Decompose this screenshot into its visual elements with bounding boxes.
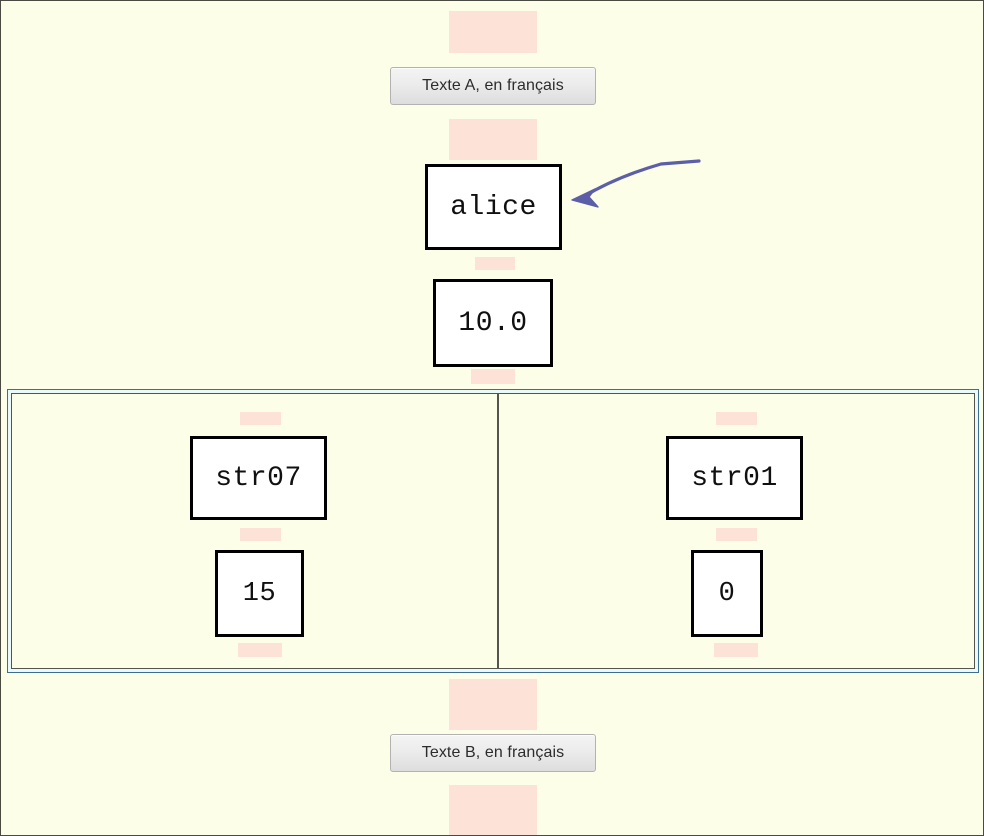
connector-above-bottom-button [449, 679, 537, 730]
connector-below-0 [714, 643, 758, 657]
connector-above-top-button [449, 11, 537, 53]
node-str01[interactable]: str01 [666, 436, 803, 520]
connector-below-top-button [449, 119, 537, 160]
node-top-value-label: 10.0 [458, 307, 528, 339]
left-panel: str07 15 [12, 394, 497, 668]
connector-below-bottom-button [449, 785, 537, 835]
connector-alice-to-value [475, 257, 515, 270]
button-texte-a-label: Texte A, en français [422, 77, 564, 94]
connector-above-str01 [716, 412, 757, 425]
button-texte-b[interactable]: Texte B, en français [390, 734, 596, 772]
connector-above-str07 [240, 412, 281, 425]
node-top-value[interactable]: 10.0 [433, 279, 553, 367]
connector-str01-to-0 [716, 528, 757, 541]
node-str01-label: str01 [691, 462, 778, 494]
pointer-arrow [571, 159, 701, 208]
connector-str07-to-15 [240, 528, 281, 541]
node-right-value[interactable]: 0 [691, 550, 763, 637]
node-left-value-label: 15 [242, 578, 277, 609]
button-texte-b-label: Texte B, en français [421, 744, 565, 761]
connector-below-15 [238, 643, 282, 657]
node-alice-label: alice [450, 191, 537, 223]
right-panel: str01 0 [499, 394, 982, 668]
panel-container: str07 15 str01 0 [7, 389, 979, 673]
connector-value-to-container [471, 369, 515, 384]
node-left-value[interactable]: 15 [215, 550, 304, 637]
panel-container-inner: str07 15 str01 0 [11, 393, 975, 669]
node-str07-label: str07 [215, 462, 302, 494]
node-str07[interactable]: str07 [190, 436, 327, 520]
node-right-value-label: 0 [718, 578, 736, 609]
button-texte-a[interactable]: Texte A, en français [390, 67, 596, 105]
panel-divider [497, 394, 499, 668]
node-alice[interactable]: alice [425, 164, 562, 250]
